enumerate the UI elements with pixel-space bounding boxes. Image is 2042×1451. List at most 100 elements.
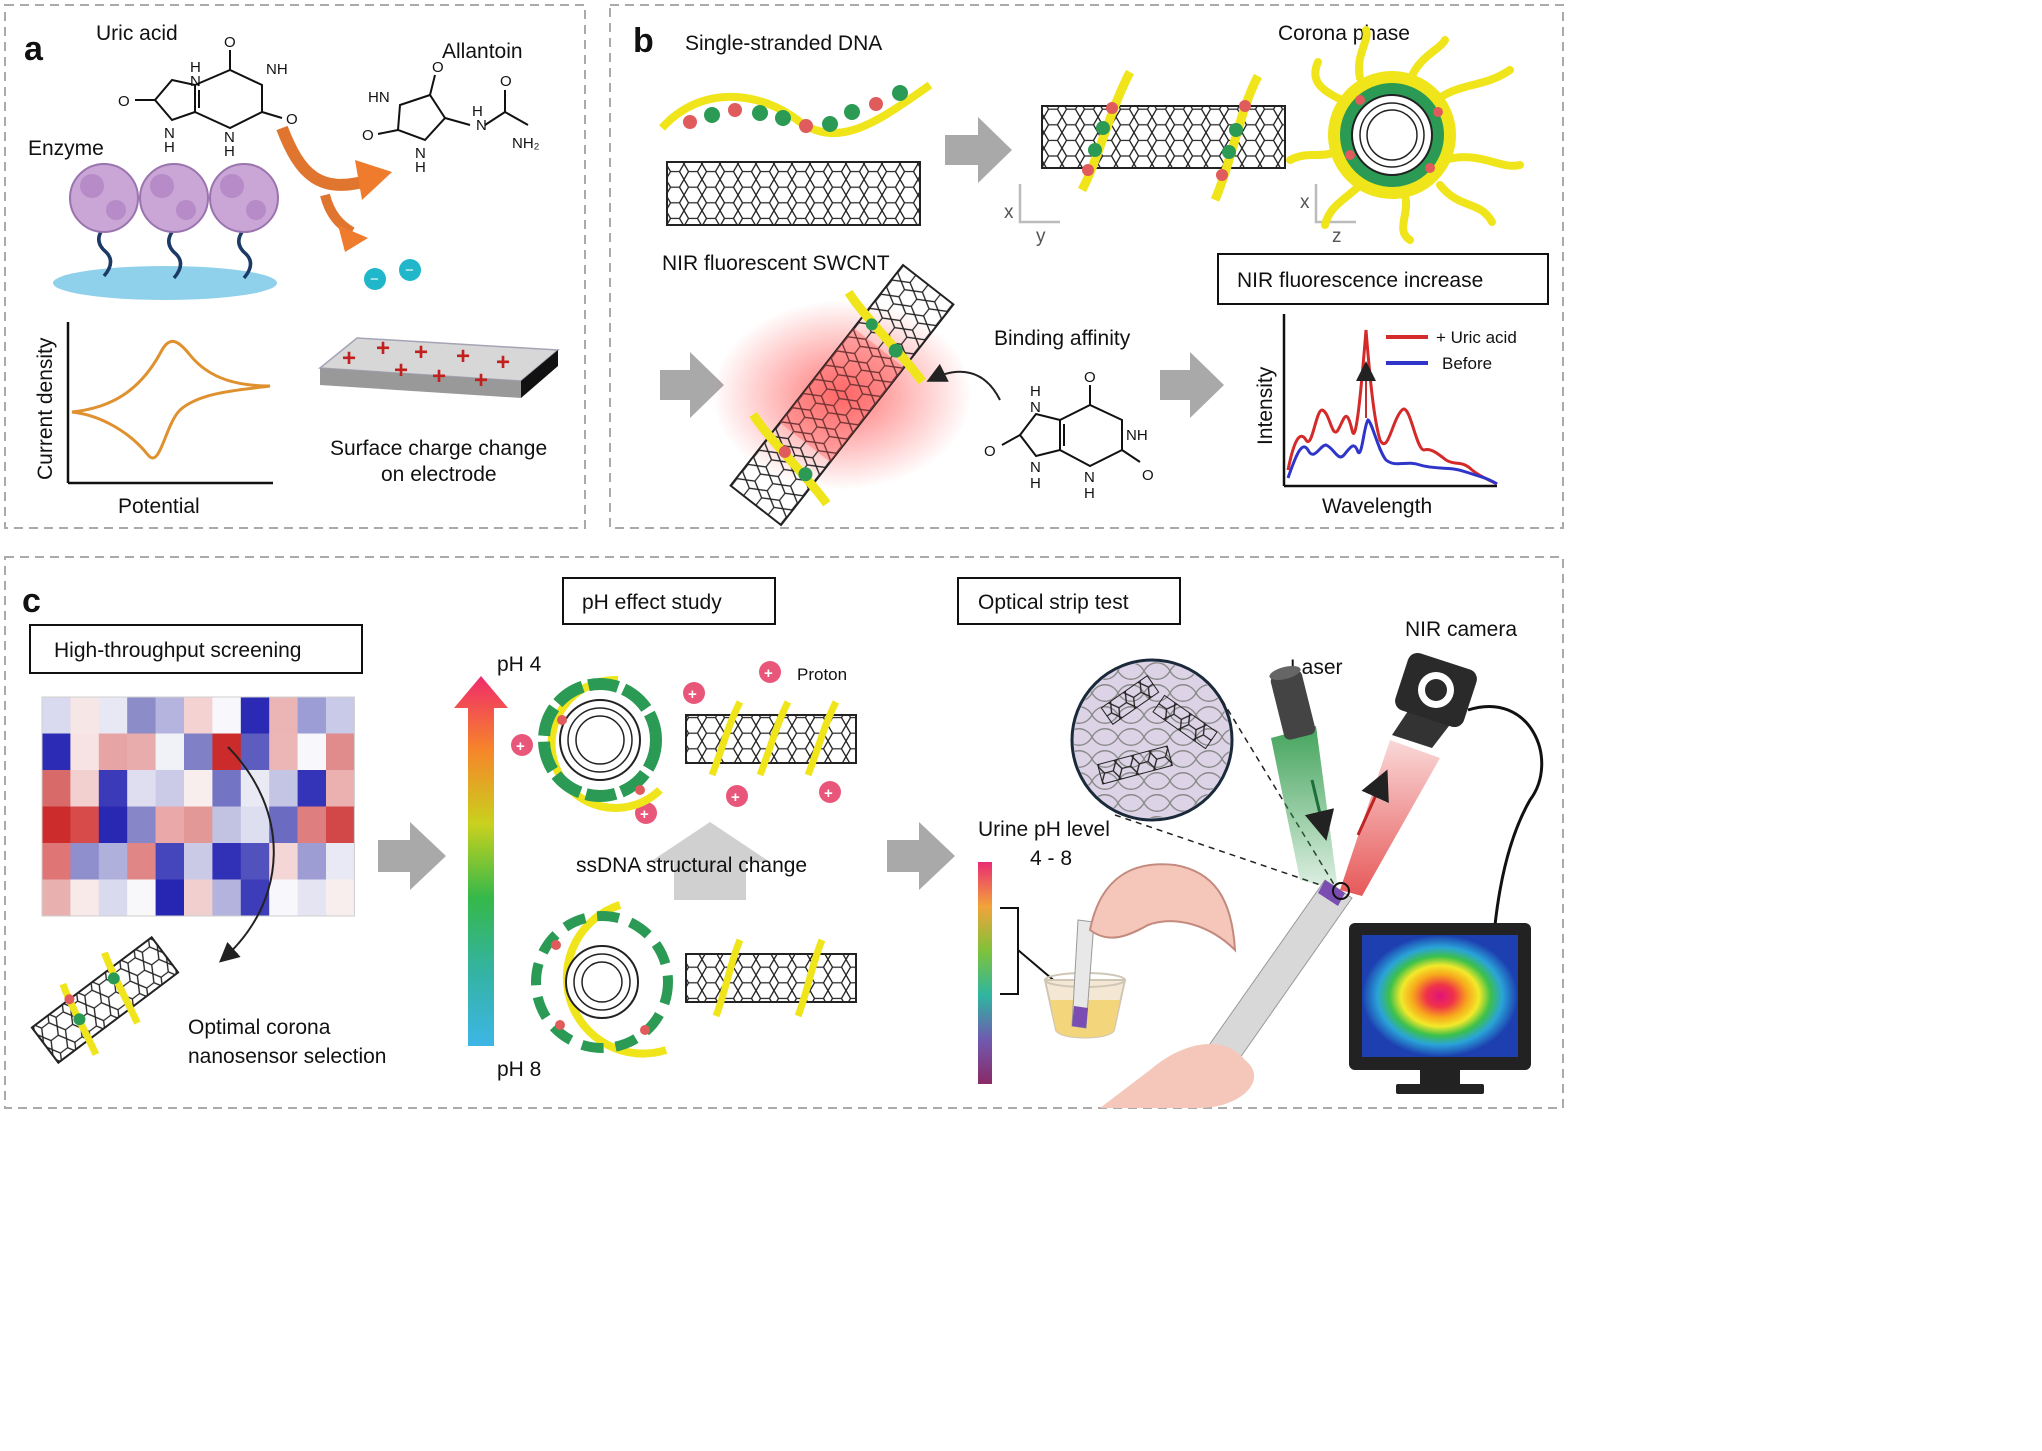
dipping-hand (1088, 863, 1237, 953)
panel-a-frame (4, 4, 586, 529)
urine-ph-scale (978, 862, 992, 1084)
screening-label: High-throughput screening (54, 639, 302, 662)
spectrum-uric-line (1286, 329, 1498, 486)
heatmap-cell (212, 843, 242, 880)
heatmap-cell (297, 733, 327, 771)
svg-text:+: + (688, 686, 697, 703)
svg-text:+: + (432, 363, 446, 390)
heatmap-cell (70, 806, 100, 844)
heatmap-cell (42, 733, 71, 771)
svg-text:N: N (1084, 469, 1095, 486)
optimal-label-1: Optimal corona (188, 1016, 331, 1039)
heatmap-cell (297, 770, 327, 807)
heatmap-cell (127, 806, 156, 844)
svg-text:O: O (1084, 369, 1096, 386)
svg-text:H: H (415, 159, 426, 176)
gray-arrow-b3 (1160, 352, 1224, 418)
svg-text:+: + (496, 349, 510, 376)
heatmap-cell (98, 733, 128, 771)
binding-arrow (926, 363, 1001, 401)
heatmap-cell (155, 879, 185, 917)
heatmap-cell (269, 770, 298, 807)
heatmap-cell (155, 806, 185, 844)
swcnt-straight (666, 161, 921, 226)
urine-bracket (1000, 907, 1019, 995)
heatmap-cell (98, 697, 128, 734)
svg-text:NH: NH (1126, 427, 1148, 444)
test-strip (1100, 879, 1353, 1108)
ph-study-box (562, 577, 776, 625)
svg-text:N: N (164, 125, 175, 142)
svg-text:H: H (1030, 475, 1041, 492)
panel-c-frame (4, 556, 1564, 1109)
heatmap-cell (70, 879, 100, 917)
panel-b-frame (609, 4, 1564, 529)
axes-xy-y: y (1036, 226, 1046, 247)
heatmap-cell (155, 843, 185, 880)
ph8-label: pH 8 (497, 1058, 541, 1081)
svg-text:+: + (640, 806, 649, 823)
nir-increase-box (1217, 253, 1549, 305)
heatmap-cell (127, 733, 156, 771)
svg-text:O: O (1142, 467, 1154, 484)
proton-key (759, 661, 781, 683)
svg-text:+: + (414, 339, 428, 366)
zoom-circle (1070, 658, 1234, 822)
axes-xz (1314, 184, 1356, 224)
enzyme-label: Enzyme (28, 137, 104, 160)
ssdna-change-label: ssDNA structural change (576, 854, 807, 877)
svg-text:O: O (500, 73, 512, 90)
screening-box (29, 624, 363, 674)
ph4-label: pH 4 (497, 653, 542, 676)
axes-xy (1018, 184, 1060, 224)
enzyme-blob-1 (69, 163, 139, 233)
nir-spectrum-plot: + Uric acid Before Intensity Wavelength (1254, 314, 1517, 518)
enzyme-group (69, 163, 279, 280)
axes-xz-x: x (1300, 192, 1310, 213)
selected-nanosensor (30, 935, 180, 1065)
uric-acid-atoms-a: O H N NH O O N H N H (118, 34, 298, 160)
laser-device (1269, 665, 1338, 890)
heatmap-cell (98, 879, 128, 917)
spectrum-y-label: Intensity (1254, 366, 1277, 445)
enzyme-blob-3 (209, 163, 279, 233)
svg-text:N: N (190, 73, 201, 90)
svg-text:NH₂: NH₂ (512, 135, 540, 152)
ssdna-label: Single-stranded DNA (685, 32, 882, 55)
svg-text:NH: NH (266, 61, 288, 78)
heatmap-cell (42, 879, 71, 917)
uric-acid-label: Uric acid (96, 22, 178, 45)
svg-text:O: O (984, 443, 996, 460)
svg-text:+: + (394, 357, 408, 384)
heatmap-cell (269, 733, 298, 771)
svg-text:+: + (764, 665, 773, 682)
heatmap-cell (269, 879, 298, 917)
heatmap-cell (212, 879, 242, 917)
binding-label: Binding affinity (994, 327, 1131, 350)
svg-text:O: O (224, 34, 236, 51)
corona-ph4 (538, 675, 663, 812)
urine-range-label: 4 - 8 (1030, 847, 1072, 870)
nir-increase-label: NIR fluorescence increase (1237, 269, 1483, 292)
ssdna-strand (659, 81, 933, 137)
heatmap-cell (155, 733, 185, 771)
svg-text:+: + (824, 785, 833, 802)
swcnt-fluorescent (729, 263, 955, 527)
svg-text:N: N (1030, 399, 1041, 416)
heatmap-cell (297, 843, 327, 880)
heatmap-cell (155, 770, 185, 807)
heatmap-cell (70, 770, 100, 807)
heatmap-cell (184, 697, 213, 734)
svg-text:+: + (376, 335, 390, 362)
heatmap-cell (240, 770, 270, 807)
heatmap-cell (127, 770, 156, 807)
heatmap-cell (212, 770, 242, 807)
spectrum-before-line (1286, 418, 1498, 486)
electrode-ellipse (53, 266, 277, 300)
gray-arrow-c2 (887, 822, 955, 890)
reaction-arrowhead (355, 160, 392, 200)
heatmap-cell (184, 843, 213, 880)
svg-text:HN: HN (368, 89, 390, 106)
panel-c-letter: c (22, 582, 41, 620)
enzyme-blob-2 (139, 163, 209, 233)
